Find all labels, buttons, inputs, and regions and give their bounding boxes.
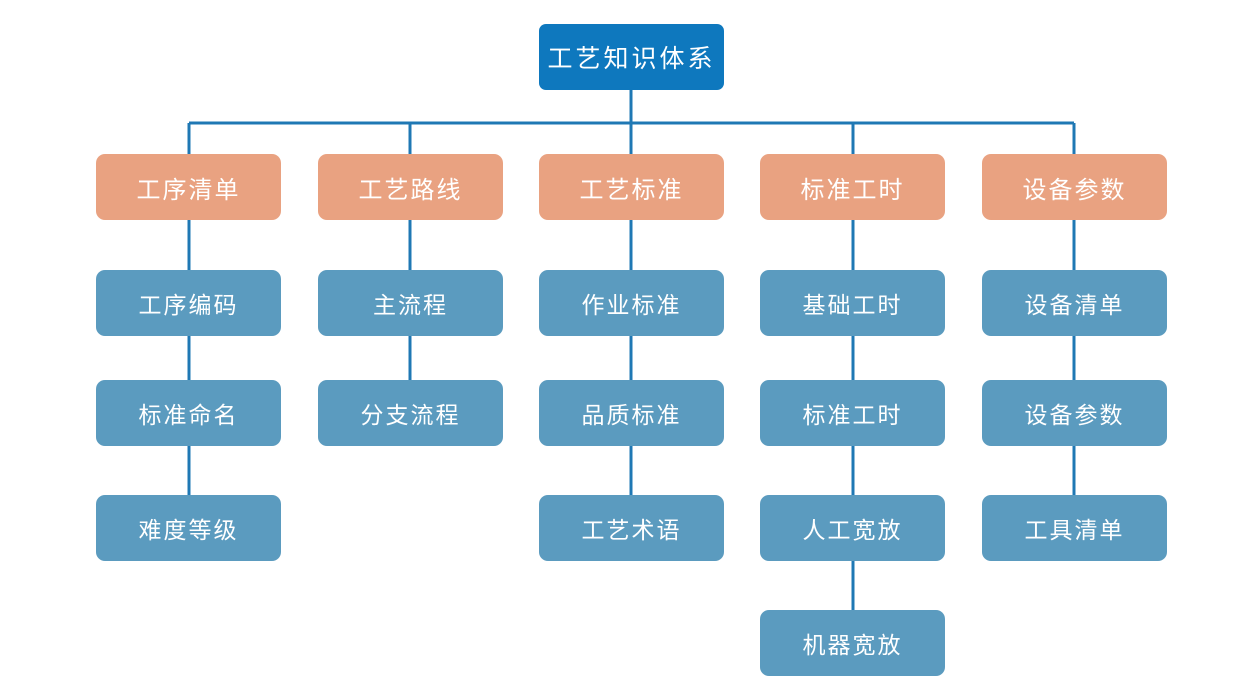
column-1-item-1[interactable]: 工序编码 (96, 270, 281, 336)
column-4-item-3[interactable]: 人工宽放 (760, 495, 945, 561)
column-4-item-2[interactable]: 标准工时 (760, 380, 945, 446)
column-3-item-2[interactable]: 品质标准 (539, 380, 724, 446)
column-2-item-1[interactable]: 主流程 (318, 270, 503, 336)
column-2-item-2[interactable]: 分支流程 (318, 380, 503, 446)
root-node[interactable]: 工艺知识体系 (539, 24, 724, 90)
column-5-item-2[interactable]: 设备参数 (982, 380, 1167, 446)
column-5-item-1[interactable]: 设备清单 (982, 270, 1167, 336)
column-4-item-1[interactable]: 基础工时 (760, 270, 945, 336)
column-header-1[interactable]: 工序清单 (96, 154, 281, 220)
column-3-item-3[interactable]: 工艺术语 (539, 495, 724, 561)
column-4-item-4[interactable]: 机器宽放 (760, 610, 945, 676)
column-1-item-2[interactable]: 标准命名 (96, 380, 281, 446)
column-header-3[interactable]: 工艺标准 (539, 154, 724, 220)
column-1-item-3[interactable]: 难度等级 (96, 495, 281, 561)
column-header-2[interactable]: 工艺路线 (318, 154, 503, 220)
column-3-item-1[interactable]: 作业标准 (539, 270, 724, 336)
column-header-4[interactable]: 标准工时 (760, 154, 945, 220)
column-header-5[interactable]: 设备参数 (982, 154, 1167, 220)
column-5-item-3[interactable]: 工具清单 (982, 495, 1167, 561)
